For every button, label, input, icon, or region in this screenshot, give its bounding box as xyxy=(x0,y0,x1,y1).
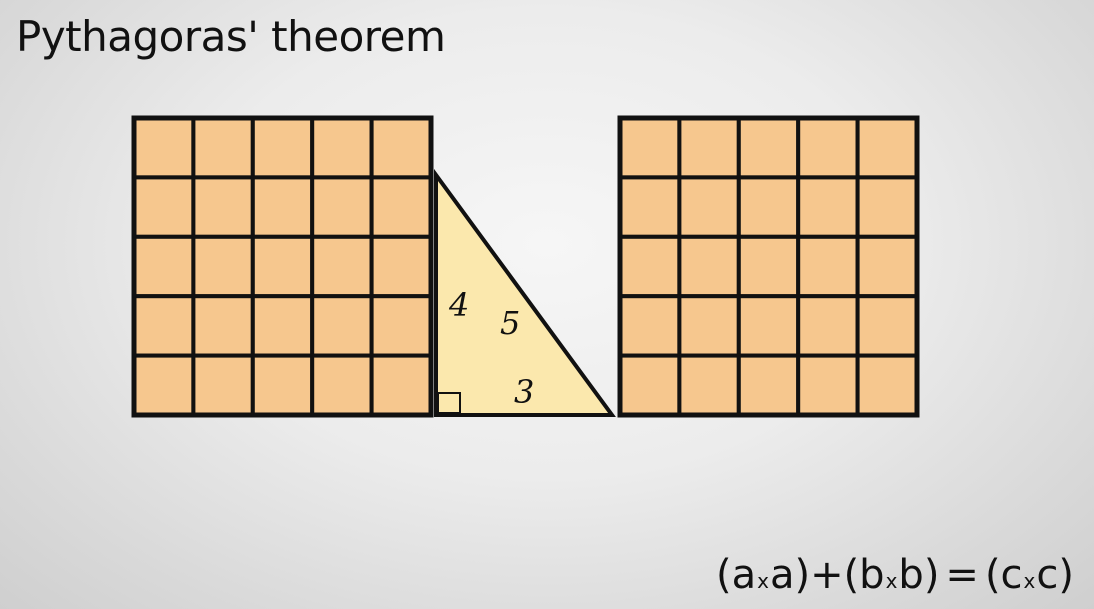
left-square-cell xyxy=(191,116,255,180)
right-square-cell xyxy=(618,353,682,418)
right-square-cell xyxy=(855,175,919,239)
left-square-cell xyxy=(191,353,255,418)
left-square-cell xyxy=(132,294,196,358)
formula-times-c: x xyxy=(1023,569,1036,593)
left-square-cell xyxy=(310,175,374,239)
right-square-cell xyxy=(855,294,919,358)
left-square-cell xyxy=(250,353,315,418)
right-square-cell xyxy=(618,294,682,358)
right-square-grid xyxy=(617,115,920,418)
formula-times-a: x xyxy=(757,569,769,593)
triangle-side-label-hypotenuse: 5 xyxy=(500,304,520,342)
left-square-cell xyxy=(191,294,255,358)
right-square-cell xyxy=(736,175,801,239)
right-triangle: 4 5 3 xyxy=(434,168,616,417)
right-square-cell xyxy=(677,234,741,299)
left-square-cell xyxy=(250,234,315,299)
formula-times-b: x xyxy=(885,569,898,593)
formula-c-close: c) xyxy=(1036,552,1074,598)
formula-b-close: b) xyxy=(898,552,940,598)
left-square-cell xyxy=(369,353,434,418)
right-square-cell xyxy=(796,234,860,299)
right-square-cell xyxy=(618,116,682,180)
right-angle-marker xyxy=(437,392,461,414)
triangle-side-label-vertical: 4 xyxy=(448,286,469,324)
left-square-cell xyxy=(132,234,196,299)
formula-b-open: (b xyxy=(843,552,885,598)
left-square-cell xyxy=(369,234,434,299)
right-square-cell xyxy=(796,175,860,239)
left-square-cell xyxy=(369,294,434,358)
left-square-cell xyxy=(191,175,255,239)
left-square-cell xyxy=(250,294,315,358)
right-square-cell xyxy=(855,353,919,418)
left-square-cell xyxy=(250,175,315,239)
formula-a-close: a) xyxy=(769,552,811,598)
left-square-cell xyxy=(310,353,374,418)
page-title: Pythagoras' theorem xyxy=(16,12,446,61)
right-square-cell xyxy=(677,175,741,239)
right-square-cell xyxy=(796,294,860,358)
right-square-cell xyxy=(736,294,801,358)
left-square-cell xyxy=(132,116,196,180)
formula-a-open: (a xyxy=(715,552,757,598)
right-square-cell xyxy=(855,234,919,299)
right-square-cell xyxy=(736,234,801,299)
formula-equals: = xyxy=(945,552,979,598)
left-square-cell xyxy=(250,116,315,180)
left-square-cell xyxy=(310,116,374,180)
left-square-cell xyxy=(191,234,255,299)
triangle-shape xyxy=(434,168,616,417)
right-square-cell xyxy=(855,116,919,180)
right-square-cell xyxy=(677,294,741,358)
formula-c-open: (c xyxy=(984,552,1023,598)
right-square-cell xyxy=(677,116,741,180)
left-square-border xyxy=(131,115,434,418)
left-square-cell xyxy=(132,175,196,239)
right-square-cell xyxy=(796,353,860,418)
right-square-cell xyxy=(736,116,801,180)
right-square-cell xyxy=(677,353,741,418)
formula: (a x a) + (b x b) = (c x c) xyxy=(716,555,1074,595)
right-square-cell xyxy=(796,116,860,180)
left-square-cell xyxy=(310,234,374,299)
triangle-side-label-base: 3 xyxy=(514,373,534,411)
left-square-cell xyxy=(132,353,196,418)
right-square-cell xyxy=(618,175,682,239)
left-square-grid xyxy=(131,115,434,418)
right-square-cell xyxy=(736,353,801,418)
left-square-cell xyxy=(310,294,374,358)
right-square-cell xyxy=(618,234,682,299)
left-square-cell xyxy=(369,116,434,180)
right-square-border xyxy=(617,115,920,418)
formula-plus: + xyxy=(810,552,844,598)
left-square-cell xyxy=(369,175,434,239)
